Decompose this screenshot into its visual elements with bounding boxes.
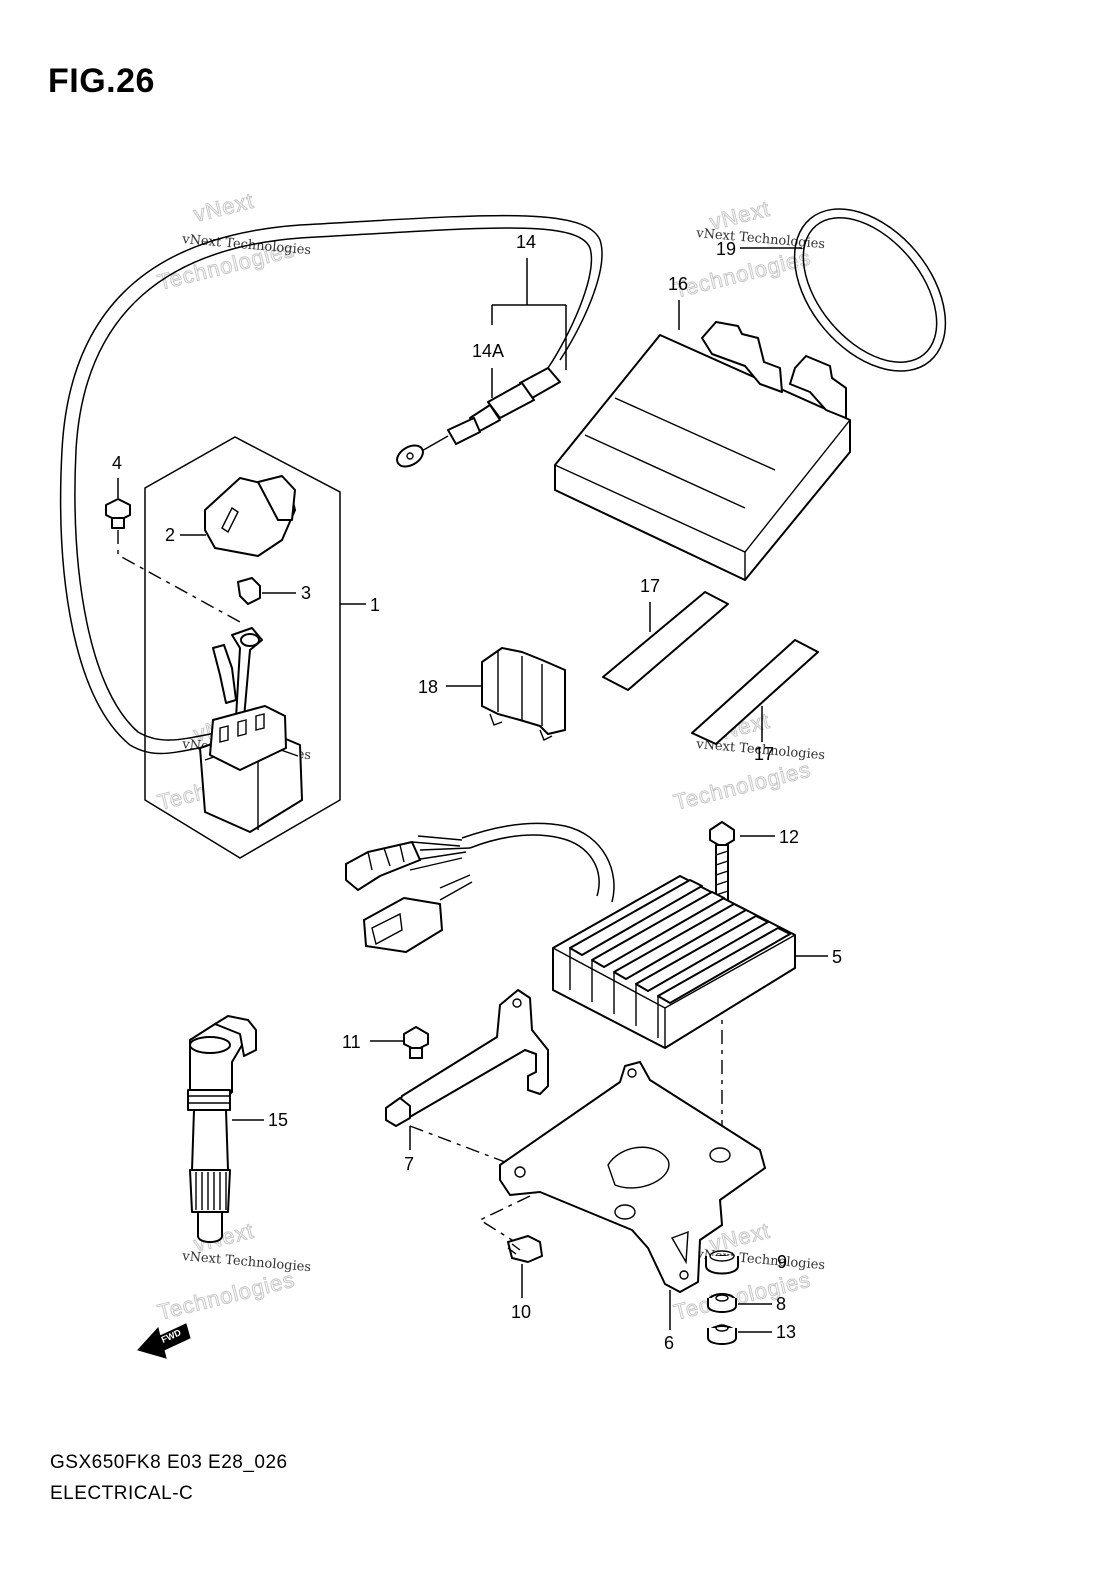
svg-text:14A: 14A (472, 341, 504, 361)
callout-14a: 14A (472, 341, 504, 398)
watermark-mid-right: vNext Technologies vNext Technologies (671, 707, 826, 815)
svg-text:Technologies: Technologies (671, 245, 813, 303)
svg-text:16: 16 (668, 274, 688, 294)
svg-text:5: 5 (832, 947, 842, 967)
svg-text:vNext Technologies: vNext Technologies (181, 1249, 312, 1275)
svg-text:2: 2 (165, 525, 175, 545)
bracket-part-7: 7 (385, 989, 549, 1174)
svg-text:9: 9 (777, 1252, 787, 1272)
plate-part-6: 6 (478, 1061, 766, 1353)
pad-part-17-lower: 17 (691, 639, 819, 764)
ecu-part-16: 16 (554, 274, 851, 581)
watermark-top-left: vNext Technologies vNext Technologies (155, 187, 312, 295)
svg-text:17: 17 (640, 576, 660, 596)
forward-arrow-icon: FWD (137, 1323, 191, 1359)
grommet-part-9: 9 (705, 1250, 787, 1275)
svg-text:11: 11 (342, 1032, 361, 1052)
svg-text:10: 10 (511, 1302, 531, 1322)
svg-text:3: 3 (301, 583, 311, 603)
ignition-coil-part-15: 15 (187, 1015, 288, 1243)
svg-text:Technologies: Technologies (671, 757, 813, 815)
pad-part-17-upper: 17 (602, 576, 729, 691)
svg-text:6: 6 (664, 1333, 674, 1353)
footer-model-code: GSX650FK8 E03 E28_026 (50, 1452, 288, 1473)
watermark-top-right: vNext Technologies vNext Technologies (671, 195, 826, 303)
screw-part-4: 4 (105, 453, 241, 623)
footer-section-name: ELECTRICAL-C (50, 1483, 194, 1504)
callout-1: 1 (340, 595, 380, 615)
svg-text:4: 4 (112, 453, 122, 473)
battery-cable (59, 214, 603, 755)
nut-part-13: 13 (707, 1322, 796, 1345)
svg-text:14: 14 (516, 232, 536, 252)
starter-relay-body (199, 627, 303, 833)
svg-text:Technologies: Technologies (155, 1267, 297, 1325)
bolt-part-10: 10 (507, 1235, 543, 1322)
connector-part-18: 18 (418, 647, 566, 741)
fuse-clip-part-3: 3 (237, 577, 311, 605)
regulator-part-5: 5 (345, 822, 842, 1049)
svg-text:19: 19 (716, 239, 736, 259)
relay-cover-part-2: 2 (165, 475, 296, 557)
collar-part-8: 8 (707, 1293, 786, 1314)
o-ring-part-19: 19 (716, 208, 947, 372)
watermark-bottom-left: vNext Technologies vNext Technologies (155, 1217, 312, 1325)
svg-text:13: 13 (776, 1322, 796, 1342)
svg-text:18: 18 (418, 677, 438, 697)
bolt-part-11: 11 (342, 1026, 429, 1059)
starter-relay-assembly-box (144, 436, 341, 859)
svg-text:7: 7 (404, 1154, 414, 1174)
svg-text:15: 15 (268, 1110, 288, 1130)
figure-title: FIG.26 (48, 62, 155, 100)
svg-text:1: 1 (370, 595, 380, 615)
callout-14: 14 (491, 232, 567, 370)
svg-text:vNext: vNext (191, 188, 256, 227)
svg-text:12: 12 (779, 827, 799, 847)
svg-text:17: 17 (754, 744, 774, 764)
svg-text:8: 8 (776, 1294, 786, 1314)
